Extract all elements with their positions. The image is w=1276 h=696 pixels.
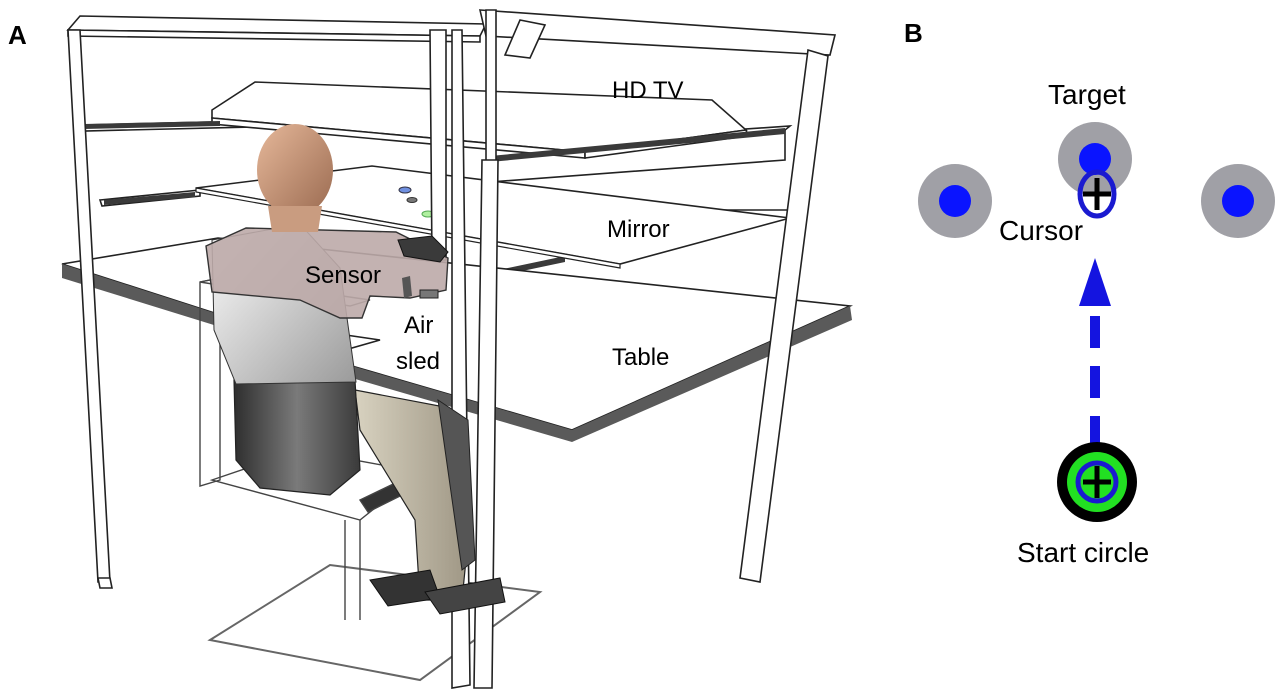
task-schematic: B Target Cursor Start circle xyxy=(904,18,1275,568)
label-sled: sled xyxy=(396,348,440,375)
air-sled xyxy=(419,289,439,299)
target-right xyxy=(1201,164,1275,238)
label-target: Target xyxy=(1048,79,1126,110)
label-mirror: Mirror xyxy=(607,216,670,243)
panel-b-task-display: B Target Cursor Start circle xyxy=(880,0,1276,691)
label-start-circle: Start circle xyxy=(1017,537,1149,568)
apparatus-illustration: A xyxy=(8,9,854,689)
target-left xyxy=(918,164,992,238)
start-circle xyxy=(1057,442,1137,522)
floor-plate xyxy=(207,563,543,682)
movement-arrow xyxy=(1079,258,1111,448)
label-table: Table xyxy=(612,344,669,371)
mirror-target-dot xyxy=(398,186,412,194)
panel-a-apparatus: A xyxy=(8,9,854,689)
panel-a-letter: A xyxy=(8,20,27,50)
label-sensor: Sensor xyxy=(305,262,381,289)
person-head xyxy=(257,124,333,216)
seated-person xyxy=(205,124,506,615)
panel-b-letter: B xyxy=(904,18,923,48)
cursor-marker xyxy=(1077,169,1117,219)
label-cursor: Cursor xyxy=(999,215,1083,246)
label-hd-tv: HD TV xyxy=(612,77,684,104)
mirror-cursor-dot xyxy=(406,197,418,203)
target-center xyxy=(1058,122,1132,196)
label-air: Air xyxy=(404,312,433,339)
frame-legs xyxy=(67,9,829,689)
